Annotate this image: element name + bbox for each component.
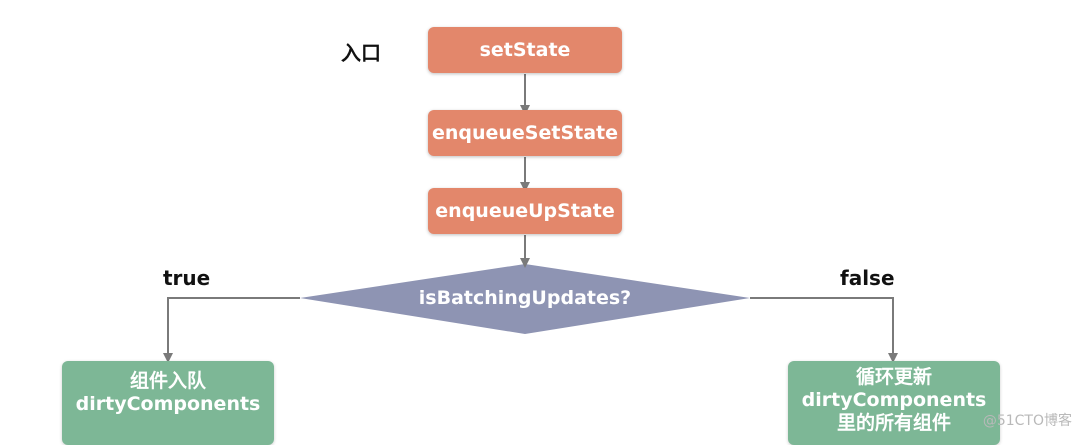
entry-label: 入口 [341,41,381,65]
node-set-state: setState [428,27,622,73]
node-enqueue-set-state: enqueueSetState [428,110,622,156]
false-label: false [840,266,895,290]
decision-diamond [300,264,750,334]
arrow-true-branch [163,297,300,363]
node-false-result: 循环更新 dirtyComponents 里的所有组件 [788,361,1000,445]
node-false-result-line-3: 里的所有组件 [836,411,951,434]
node-true-result: 组件入队 dirtyComponents [62,361,274,445]
arrow-false-branch [750,297,898,363]
decision-text: isBatchingUpdates? [418,287,632,309]
node-true-result-line-1: 组件入队 [129,370,206,392]
watermark: @51CTO博客 [982,413,1072,429]
node-set-state-text: setState [479,38,571,61]
node-false-result-line-2: dirtyComponents [801,388,987,411]
node-enqueue-set-state-text: enqueueSetState [431,121,619,144]
node-true-result-line-2: dirtyComponents [75,393,261,415]
node-enqueue-up-state: enqueueUpState [428,188,622,234]
node-enqueue-up-state-text: enqueueUpState [435,199,615,222]
node-false-result-line-1: 循环更新 [855,365,932,388]
true-label: true [163,266,211,290]
